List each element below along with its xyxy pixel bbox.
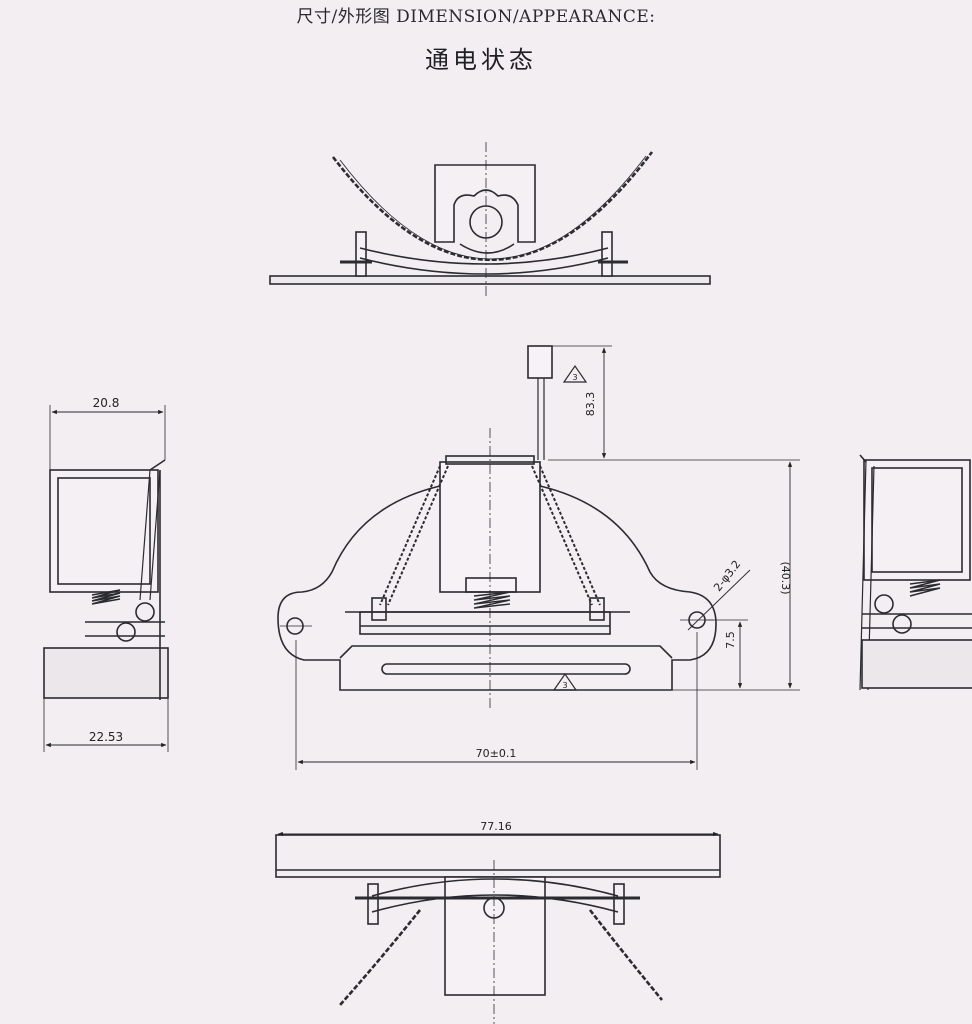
top-spring-wire	[331, 151, 654, 262]
dim-hole-height: 7.5	[724, 631, 737, 649]
warning-label-bottom: 3	[562, 681, 567, 690]
dim-side-width-bottom: 22.53	[89, 730, 123, 744]
dim-bottom-width: 77.16	[480, 820, 512, 833]
top-view	[269, 142, 711, 298]
dim-side-width-top: 20.8	[93, 396, 120, 410]
front-spring	[473, 591, 511, 609]
dim-hole-pitch: 70±0.1	[476, 747, 517, 760]
left-base	[43, 647, 169, 699]
warning-label-top: 3	[572, 373, 577, 382]
warning-symbol-top	[562, 364, 588, 383]
front-view	[277, 345, 800, 770]
bottom-spring-wire-right	[588, 909, 664, 1001]
warning-symbol-bottom	[552, 672, 578, 691]
dim-overall-height: (40.3)	[779, 561, 792, 594]
bottom-view	[275, 831, 721, 1024]
drawing-header: 尺寸/外形图 DIMENSION/APPEARANCE:	[296, 7, 656, 27]
dim-hole-diameter: 2-φ3.2	[711, 558, 743, 594]
left-frame	[49, 469, 159, 593]
right-side-view	[859, 454, 972, 691]
left-side-view	[43, 405, 169, 752]
bottom-spring-wire-left	[339, 909, 422, 1006]
state-title: 通电状态	[425, 46, 537, 74]
right-spring	[909, 579, 941, 597]
dim-lead-length: 83.3	[584, 392, 597, 417]
top-housing	[434, 164, 536, 243]
top-base-plate	[269, 275, 711, 285]
left-spring	[91, 589, 121, 605]
